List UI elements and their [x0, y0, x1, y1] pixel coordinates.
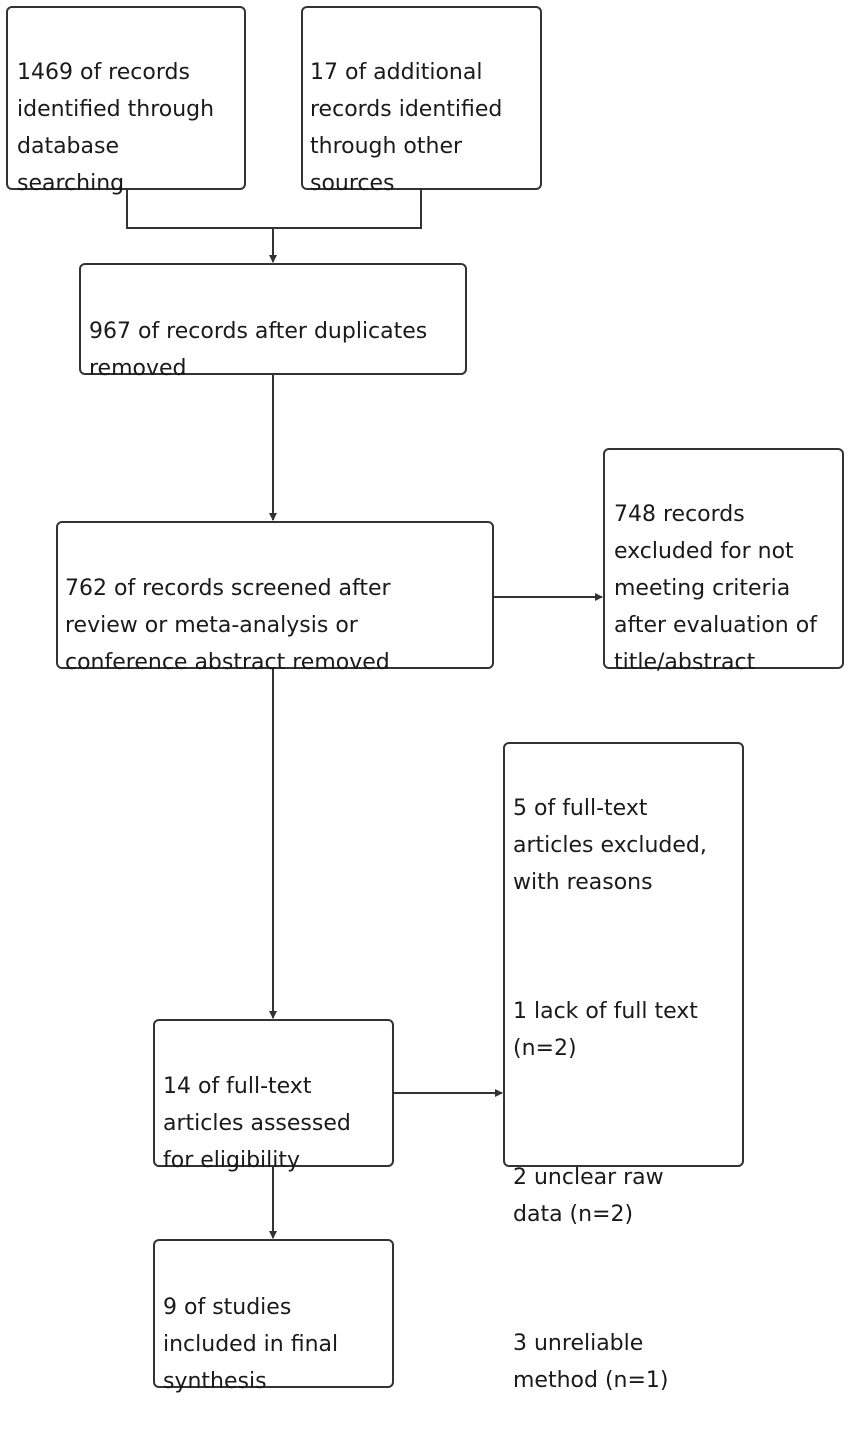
connector-database-to-merge	[126, 189, 273, 229]
box-screened	[56, 521, 494, 669]
box-fulltext-assessed	[153, 1019, 394, 1167]
box-identified-other	[301, 6, 542, 190]
box-fulltext-excluded	[503, 742, 744, 1167]
box-included	[153, 1239, 394, 1388]
box-excluded-screening	[603, 448, 844, 669]
box-after-duplicates	[79, 263, 467, 375]
connector-other-to-merge	[273, 189, 422, 229]
connector-lines	[126, 189, 603, 1239]
box-identified-database	[6, 6, 246, 190]
